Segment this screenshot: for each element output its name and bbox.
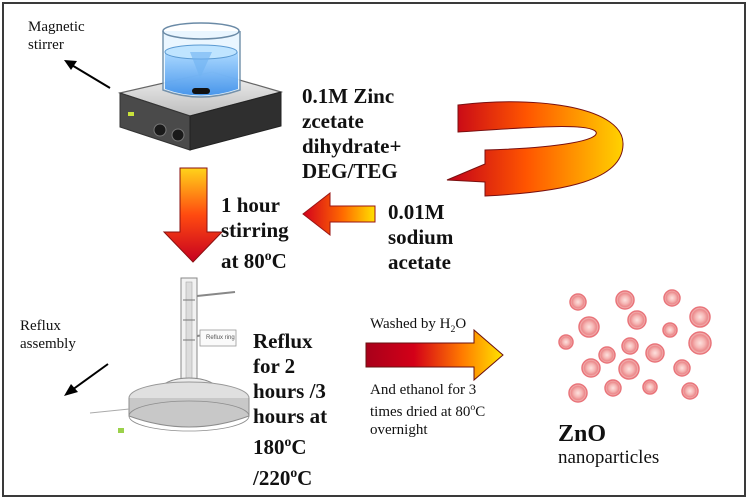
label-stirring: 1 hour stirring at 80oC [221,193,289,273]
nanoparticle-icon [662,322,678,338]
nanoparticle-icon [645,343,665,363]
nanoparticle-icon [621,337,639,355]
nanoparticle-icon [558,334,574,350]
arrow-curved [446,101,624,197]
label-nanoparticles: nanoparticles [558,447,660,468]
nanoparticle-cluster [558,289,712,403]
arrow-right [365,328,504,382]
nanoparticle-icon [618,358,640,380]
nanoparticle-icon [627,310,647,330]
label-reflux-conditions: Reflux for 2 hours /3 hours at 180oC /22… [253,329,328,490]
label-wash-details: And ethanol for 3 times dried at 80oC ov… [370,382,486,438]
nanoparticle-icon [569,293,587,311]
label-sodium-acetate: 0.01M sodium acetate [388,200,454,274]
nanoparticle-icon [581,358,601,378]
arrow-left [302,191,376,237]
label-washed: Washed by H2O [370,316,467,335]
label-magnetic-stirrer: Magnetic stirrer [28,19,85,53]
nanoparticle-icon [568,383,588,403]
nanoparticle-icon [642,379,658,395]
pointer-arrow-reflux [64,363,109,396]
nanoparticle-icon [673,359,691,377]
nanoparticle-icon [615,290,635,310]
nanoparticle-icon [604,379,622,397]
magnetic-stirrer-icon [117,22,284,151]
pointer-arrow-stirrer [64,60,111,89]
nanoparticle-icon [688,331,712,355]
label-reagent: 0.1M Zinc zcetate dihydrate+ DEG/TEG [302,84,402,183]
nanoparticle-icon [689,306,711,328]
nanoparticle-icon [663,289,681,307]
label-reflux-assembly: Reflux assembly [20,318,76,352]
reflux-apparatus-icon: Reflux ring [89,277,250,433]
arrow-down [162,167,224,263]
label-zno: ZnO [558,421,607,447]
nanoparticle-icon [578,316,600,338]
nanoparticle-icon [598,346,616,364]
apparatus-tag: Reflux ring [206,335,235,341]
nanoparticle-icon [681,382,699,400]
